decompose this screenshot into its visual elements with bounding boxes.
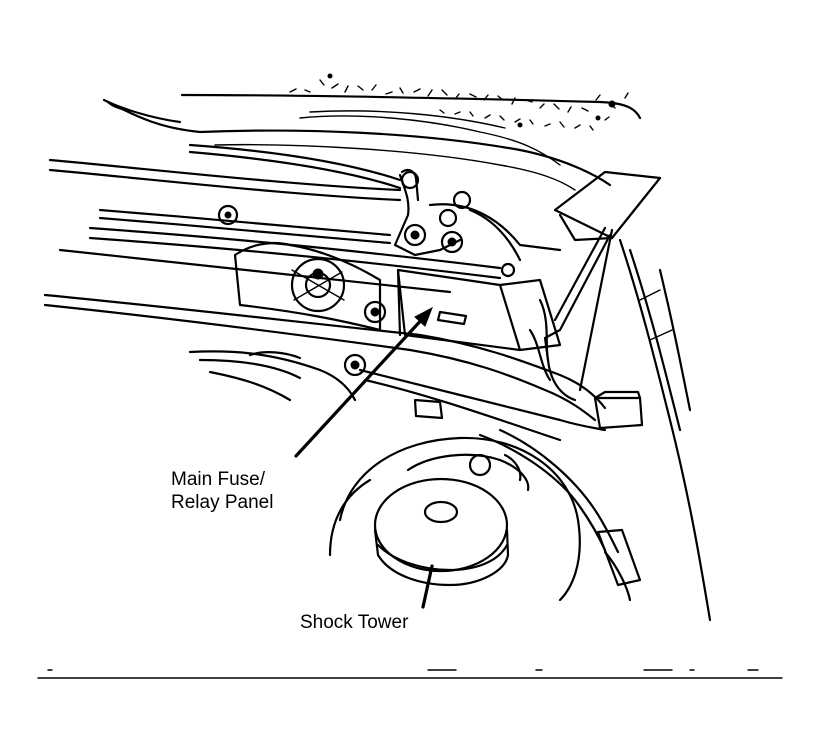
lower-hose (478, 428, 642, 602)
front-crossmember (43, 293, 644, 442)
fuse-panel-label-line2: Relay Panel (171, 492, 273, 513)
bottom-rule (37, 669, 783, 679)
fuse-panel-leader (294, 306, 433, 458)
hood-stipple (289, 73, 629, 131)
fender-hinge (528, 170, 712, 622)
strut-brackets (217, 168, 562, 278)
shock-tower-leader (421, 564, 434, 609)
blower-motor (233, 241, 387, 332)
fuse-panel-label-line1: Main Fuse/ (171, 469, 266, 490)
upper-rails (48, 143, 502, 294)
shock-tower-label: Shock Tower (300, 612, 409, 633)
shock-tower (328, 436, 581, 602)
fuse-relay-panel (396, 268, 562, 352)
antenna-wire (102, 98, 182, 124)
hood-cowl (106, 73, 642, 191)
